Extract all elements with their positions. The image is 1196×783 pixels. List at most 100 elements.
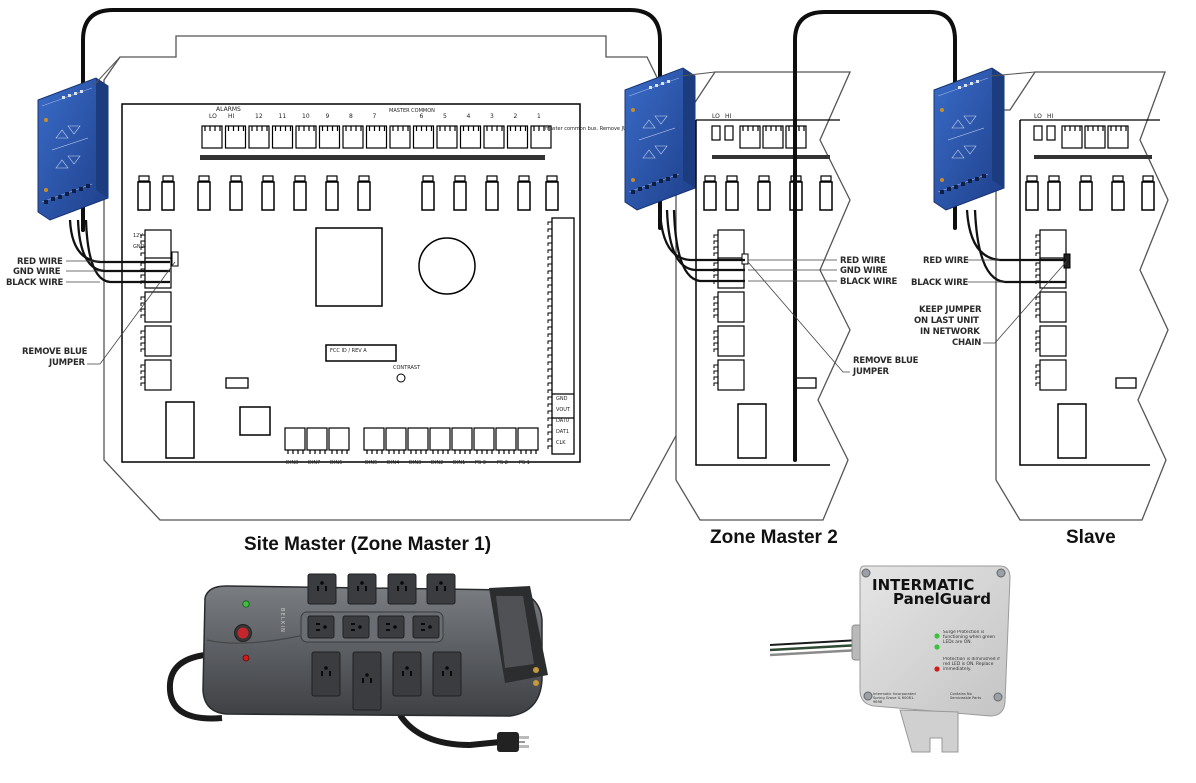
keep-jumper-label-l4: CHAIN [952, 338, 981, 348]
rs485-converter-2 [624, 67, 696, 211]
relay-number-label: 4 [467, 113, 471, 120]
relay-terminal [459, 125, 482, 149]
contrast-label: CONTRAST [393, 365, 421, 371]
relay-slot [1079, 175, 1093, 211]
remove-jumper-label-l1: REMOVE BLUE [22, 347, 88, 357]
relay-number-label: 9 [326, 113, 330, 120]
relay-slot [703, 175, 717, 211]
board-note: master common bus. Remove JUMPER for ind… [545, 126, 700, 132]
bottom-terminal-label: DIN6 [330, 460, 342, 466]
outlet [387, 573, 417, 605]
remove-jumper-label-l1: REMOVE BLUE [853, 356, 919, 366]
bottom-terminal [328, 427, 350, 455]
relay-number-label: 11 [279, 113, 287, 120]
remove-jumper-label-l2: JUMPER [852, 367, 890, 377]
outlet [307, 573, 337, 605]
power-led-green [242, 600, 250, 608]
hi-label: HI [1047, 113, 1054, 120]
right-terminal-label: VOUT [556, 407, 571, 413]
relay-number-label: 7 [373, 113, 377, 120]
power-gnd-label: GND [133, 244, 145, 250]
relay-terminal [762, 125, 784, 149]
relay-slot [161, 175, 175, 211]
rs485-converter-3 [933, 67, 1005, 211]
keep-jumper-label-l3: IN NETWORK [920, 327, 980, 337]
relay-terminal [271, 125, 294, 149]
right-terminal-label: DAT0 [556, 418, 569, 424]
green-led-2 [934, 644, 940, 650]
relay-number-label: 6 [420, 113, 424, 120]
master-common-label: MASTER COMMON [389, 108, 435, 114]
brand-intermatic: INTERMATIC [872, 576, 974, 594]
black-wire-label: BLACK WIRE [911, 278, 969, 288]
relay-slot [357, 175, 371, 211]
outlet [347, 573, 377, 605]
relay-terminal [224, 125, 247, 149]
right-terminal-label: CLK [556, 440, 566, 446]
lcd-module [315, 227, 383, 307]
relay-terminal [295, 125, 317, 149]
bottom-terminal [451, 427, 473, 455]
black-wire-label: BLACK WIRE [6, 278, 64, 288]
relay-slot [293, 175, 307, 211]
relay-terminal [436, 125, 458, 149]
relay-slot [545, 175, 559, 211]
gnd-wire-label: GND WIRE [840, 266, 888, 276]
brand-label: BELKIN [279, 608, 285, 633]
bottom-terminal [385, 427, 407, 455]
right-terminal-label: DAT1 [556, 429, 569, 435]
relay-slot [229, 175, 243, 211]
footer-left-text: Intermatic Incorporated Spring Grove IL … [873, 692, 916, 704]
relay-slot [757, 175, 771, 211]
wire-labels-zone-master-2: RED WIRE GND WIRE BLACK WIRE REMOVE BLUE… [747, 256, 919, 377]
relay-slot [325, 175, 339, 211]
bottom-terminal-label: DIN8 [286, 460, 298, 466]
outlet [426, 573, 456, 605]
relay-slot [517, 175, 531, 211]
relay-terminal [412, 125, 435, 149]
bottom-terminal-label: DIN5 [365, 460, 377, 466]
lo-label: LO [1034, 113, 1042, 120]
caption-slave: Slave [1066, 527, 1116, 548]
bottom-terminal-label: PS 1 [519, 460, 530, 466]
relay-slot [1111, 175, 1125, 211]
outlet [377, 615, 405, 639]
lo-label: LO [712, 113, 720, 120]
bottom-terminal [284, 427, 306, 455]
lo-label: LO [209, 113, 217, 120]
outlet [432, 651, 462, 697]
relay-slot [453, 175, 467, 211]
power-12v-label: 12V [133, 233, 143, 239]
relay-slot [137, 175, 151, 211]
relay-slot [1025, 175, 1039, 211]
contrast-pot [396, 373, 406, 383]
relay-terminal [1107, 125, 1129, 149]
outlet [392, 651, 422, 697]
plug-icon [497, 732, 529, 752]
relay-terminal-row [201, 125, 552, 149]
hi-label: HI [228, 113, 235, 120]
panelguard-surge-protector: INTERMATIC PanelGuard Surge Protection i… [769, 565, 1011, 753]
relay-slot [1141, 175, 1155, 211]
power-cord [397, 713, 501, 749]
relay-slot [1047, 175, 1061, 211]
jumper-block [171, 251, 179, 267]
relay-number-label: 12 [255, 113, 263, 120]
red-led-text: Protection is diminished if red LED is O… [943, 657, 1000, 672]
green-led-1 [934, 633, 940, 639]
caption-site-master: Site Master (Zone Master 1) [244, 534, 491, 555]
red-wire-label: RED WIRE [840, 256, 886, 266]
outlet [412, 615, 440, 639]
bottom-terminal-label: PS 3 [475, 460, 486, 466]
gnd-wire-label: GND WIRE [13, 267, 61, 277]
bottom-terminal [517, 427, 539, 455]
outlet [342, 615, 370, 639]
relay-number-label: 1 [537, 113, 541, 120]
converter-wires-2 [658, 209, 745, 283]
relay-terminal [739, 125, 761, 149]
outlet [352, 651, 382, 711]
relay-number-label: 2 [514, 113, 518, 120]
